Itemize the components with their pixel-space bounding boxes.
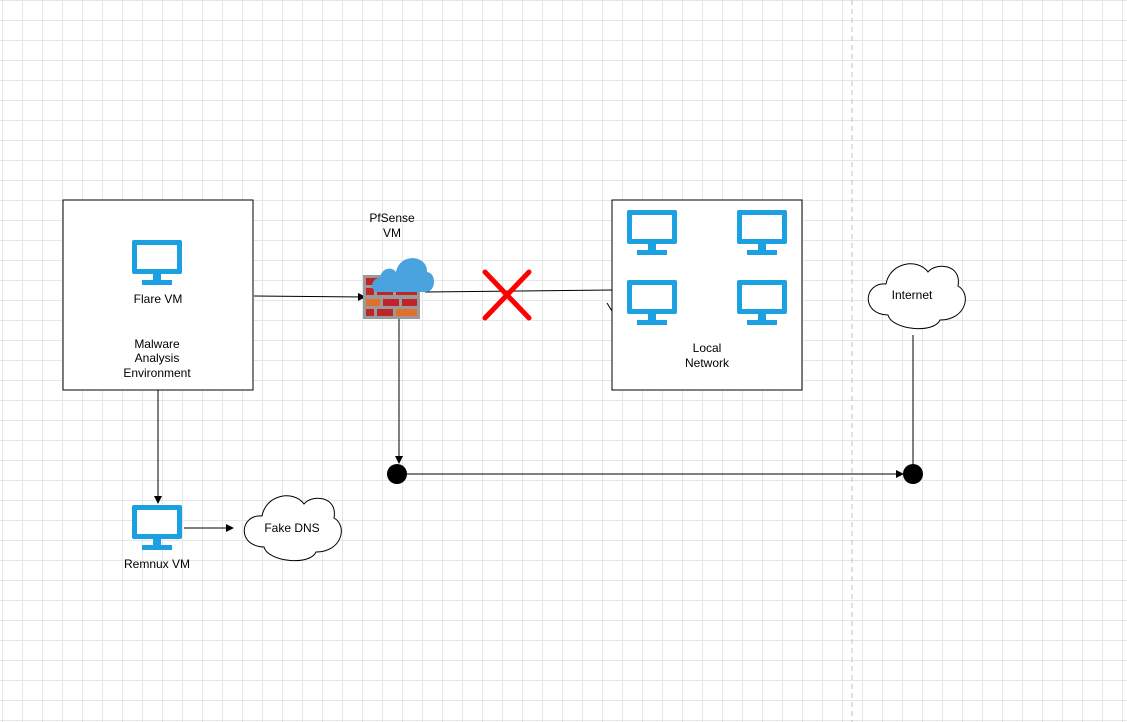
env-label-line-3: Environment (123, 366, 191, 380)
edge-pfsense-to-local-network[interactable] (424, 289, 613, 293)
flare-vm-label: Flare VM (134, 292, 183, 306)
junction-dot-right[interactable] (903, 464, 923, 484)
local-network-label-line-1: Local (693, 341, 722, 355)
fake-dns-cloud[interactable]: Fake DNS (243, 495, 342, 562)
internet-label: Internet (892, 288, 933, 302)
remnux-monitor-icon (132, 505, 182, 550)
red-x-icon (482, 269, 532, 321)
pfsense-label-line-2: VM (383, 226, 401, 240)
malware-analysis-box[interactable]: Flare VM Malware Analysis Environment (62, 199, 254, 391)
env-label-line-1: Malware (134, 337, 180, 351)
remnux-node[interactable]: Remnux VM (124, 505, 190, 571)
pfsense-label-line-1: PfSense (369, 211, 415, 225)
fake-dns-label: Fake DNS (264, 521, 319, 535)
edges (154, 289, 914, 532)
local-network-box[interactable]: Local Network (611, 199, 803, 391)
pfsense-node[interactable]: PfSense VM (363, 211, 435, 319)
internet-cloud[interactable]: Internet (867, 263, 966, 330)
env-label-line-2: Analysis (135, 351, 180, 365)
firewall-cloud-icon (363, 258, 435, 319)
edge-flare-to-pfsense[interactable] (253, 292, 366, 301)
remnux-label: Remnux VM (124, 557, 190, 571)
junction-dot-left[interactable] (387, 464, 407, 484)
local-network-label-line-2: Network (685, 356, 730, 370)
